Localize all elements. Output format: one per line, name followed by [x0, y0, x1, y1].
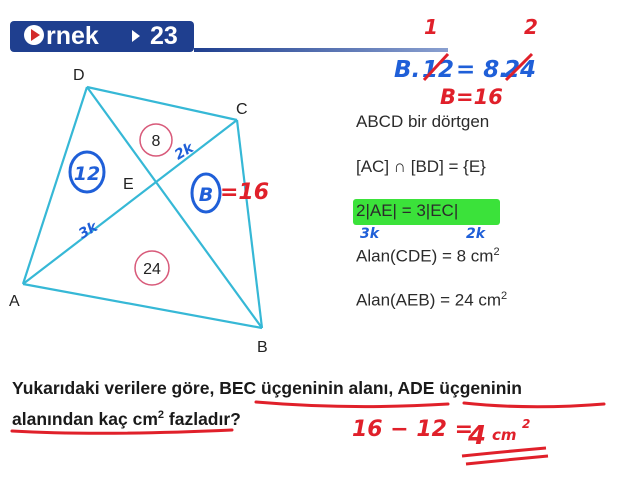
question-line-1: Yukarıdaki verilere göre, BEC üçgeninin …	[12, 378, 522, 399]
handwritten-eq-b: B.	[394, 57, 420, 83]
handwritten-answer-unit: cm	[492, 426, 517, 444]
side-cb	[235, 119, 264, 329]
given-area-aeb: Alan(AEB) = 24 cm2	[356, 290, 507, 311]
handwritten-result-b: B=16	[440, 85, 503, 109]
area-circle-cde	[139, 123, 173, 157]
play-logo-icon	[24, 25, 44, 45]
side-ad	[21, 86, 89, 285]
question-part-ade: ADE üçgeninin	[397, 378, 522, 398]
cancel-stroke-24	[504, 52, 534, 82]
given-intersection: [AC] ∩ [BD] = {E}	[356, 157, 486, 176]
vertex-label-b: B	[257, 339, 268, 356]
vertex-label-e: E	[123, 176, 134, 193]
vertex-label-a: A	[9, 293, 20, 310]
handwritten-reduced-2: 2	[524, 15, 538, 39]
underline-ade	[462, 401, 606, 409]
side-ba	[22, 282, 263, 330]
example-number: 23	[150, 22, 178, 50]
question-part-alanindan: alanından kaç cm	[12, 409, 158, 429]
given-ratio: 2|AE| = 3|EC|	[356, 201, 459, 220]
example-badge: rnek 23	[10, 21, 194, 52]
given-area-aeb-text: Alan(AEB) = 24 cm	[356, 290, 502, 310]
area-label-aeb: 24	[143, 261, 161, 278]
header-rule	[194, 48, 448, 52]
diagonal-ac	[22, 119, 238, 285]
given-area-cde: Alan(CDE) = 8 cm2	[356, 246, 500, 267]
underline-alanindan	[10, 428, 234, 435]
given-area-cde-exp: 2	[493, 246, 500, 258]
answer-underline-1	[461, 446, 547, 458]
question-part-comma: ,	[388, 378, 398, 398]
handwritten-area-ade: 12	[74, 163, 100, 185]
answer-underline-2	[465, 454, 549, 466]
given-area-aeb-exp: 2	[501, 290, 508, 302]
handwritten-answer-exp: 2	[522, 417, 530, 431]
handwritten-bec-value: =16	[220, 180, 269, 205]
handwritten-eq-12: 12	[422, 57, 454, 83]
handwritten-segment-ae: 3k	[76, 218, 102, 242]
handwritten-circle-ade	[68, 150, 106, 194]
question-part-a: Yukarıdaki verilere göre,	[12, 378, 220, 398]
ratio-highlight	[353, 199, 500, 225]
question-part-bec: BEC üçgeninin alanı	[219, 378, 389, 398]
handwritten-eq-8: = 8.	[456, 57, 508, 83]
side-dc	[86, 85, 238, 122]
handwritten-ratio-ec: 2k	[466, 226, 487, 242]
diagonal-bd	[86, 86, 263, 329]
area-circle-aeb	[134, 250, 170, 286]
badge-word: rnek	[46, 22, 99, 50]
handwritten-ratio-ae: 3k	[360, 226, 381, 242]
given-area-cde-text: Alan(CDE) = 8 cm	[356, 246, 494, 266]
handwritten-answer-value: 4	[467, 421, 486, 451]
handwritten-circle-bec	[190, 172, 222, 214]
handwritten-reduced-1: 1	[424, 15, 438, 39]
vertex-label-d: D	[73, 67, 85, 84]
question-line-2: alanından kaç cm2 fazladır?	[12, 409, 241, 430]
cancel-stroke-12	[422, 52, 450, 82]
question-part-exp: 2	[157, 409, 165, 422]
area-label-cde: 8	[152, 133, 161, 150]
badge-arrow-icon	[132, 30, 140, 42]
handwritten-segment-ec: 2k	[172, 139, 198, 163]
handwritten-answer-calc: 16 − 12 =	[352, 417, 473, 442]
question-part-fazladir: fazladır?	[164, 409, 241, 429]
handwritten-b-bec: B	[199, 184, 213, 206]
given-quadrilateral: ABCD bir dörtgen	[356, 112, 490, 131]
vertex-label-c: C	[236, 101, 248, 118]
underline-bec	[254, 400, 450, 409]
